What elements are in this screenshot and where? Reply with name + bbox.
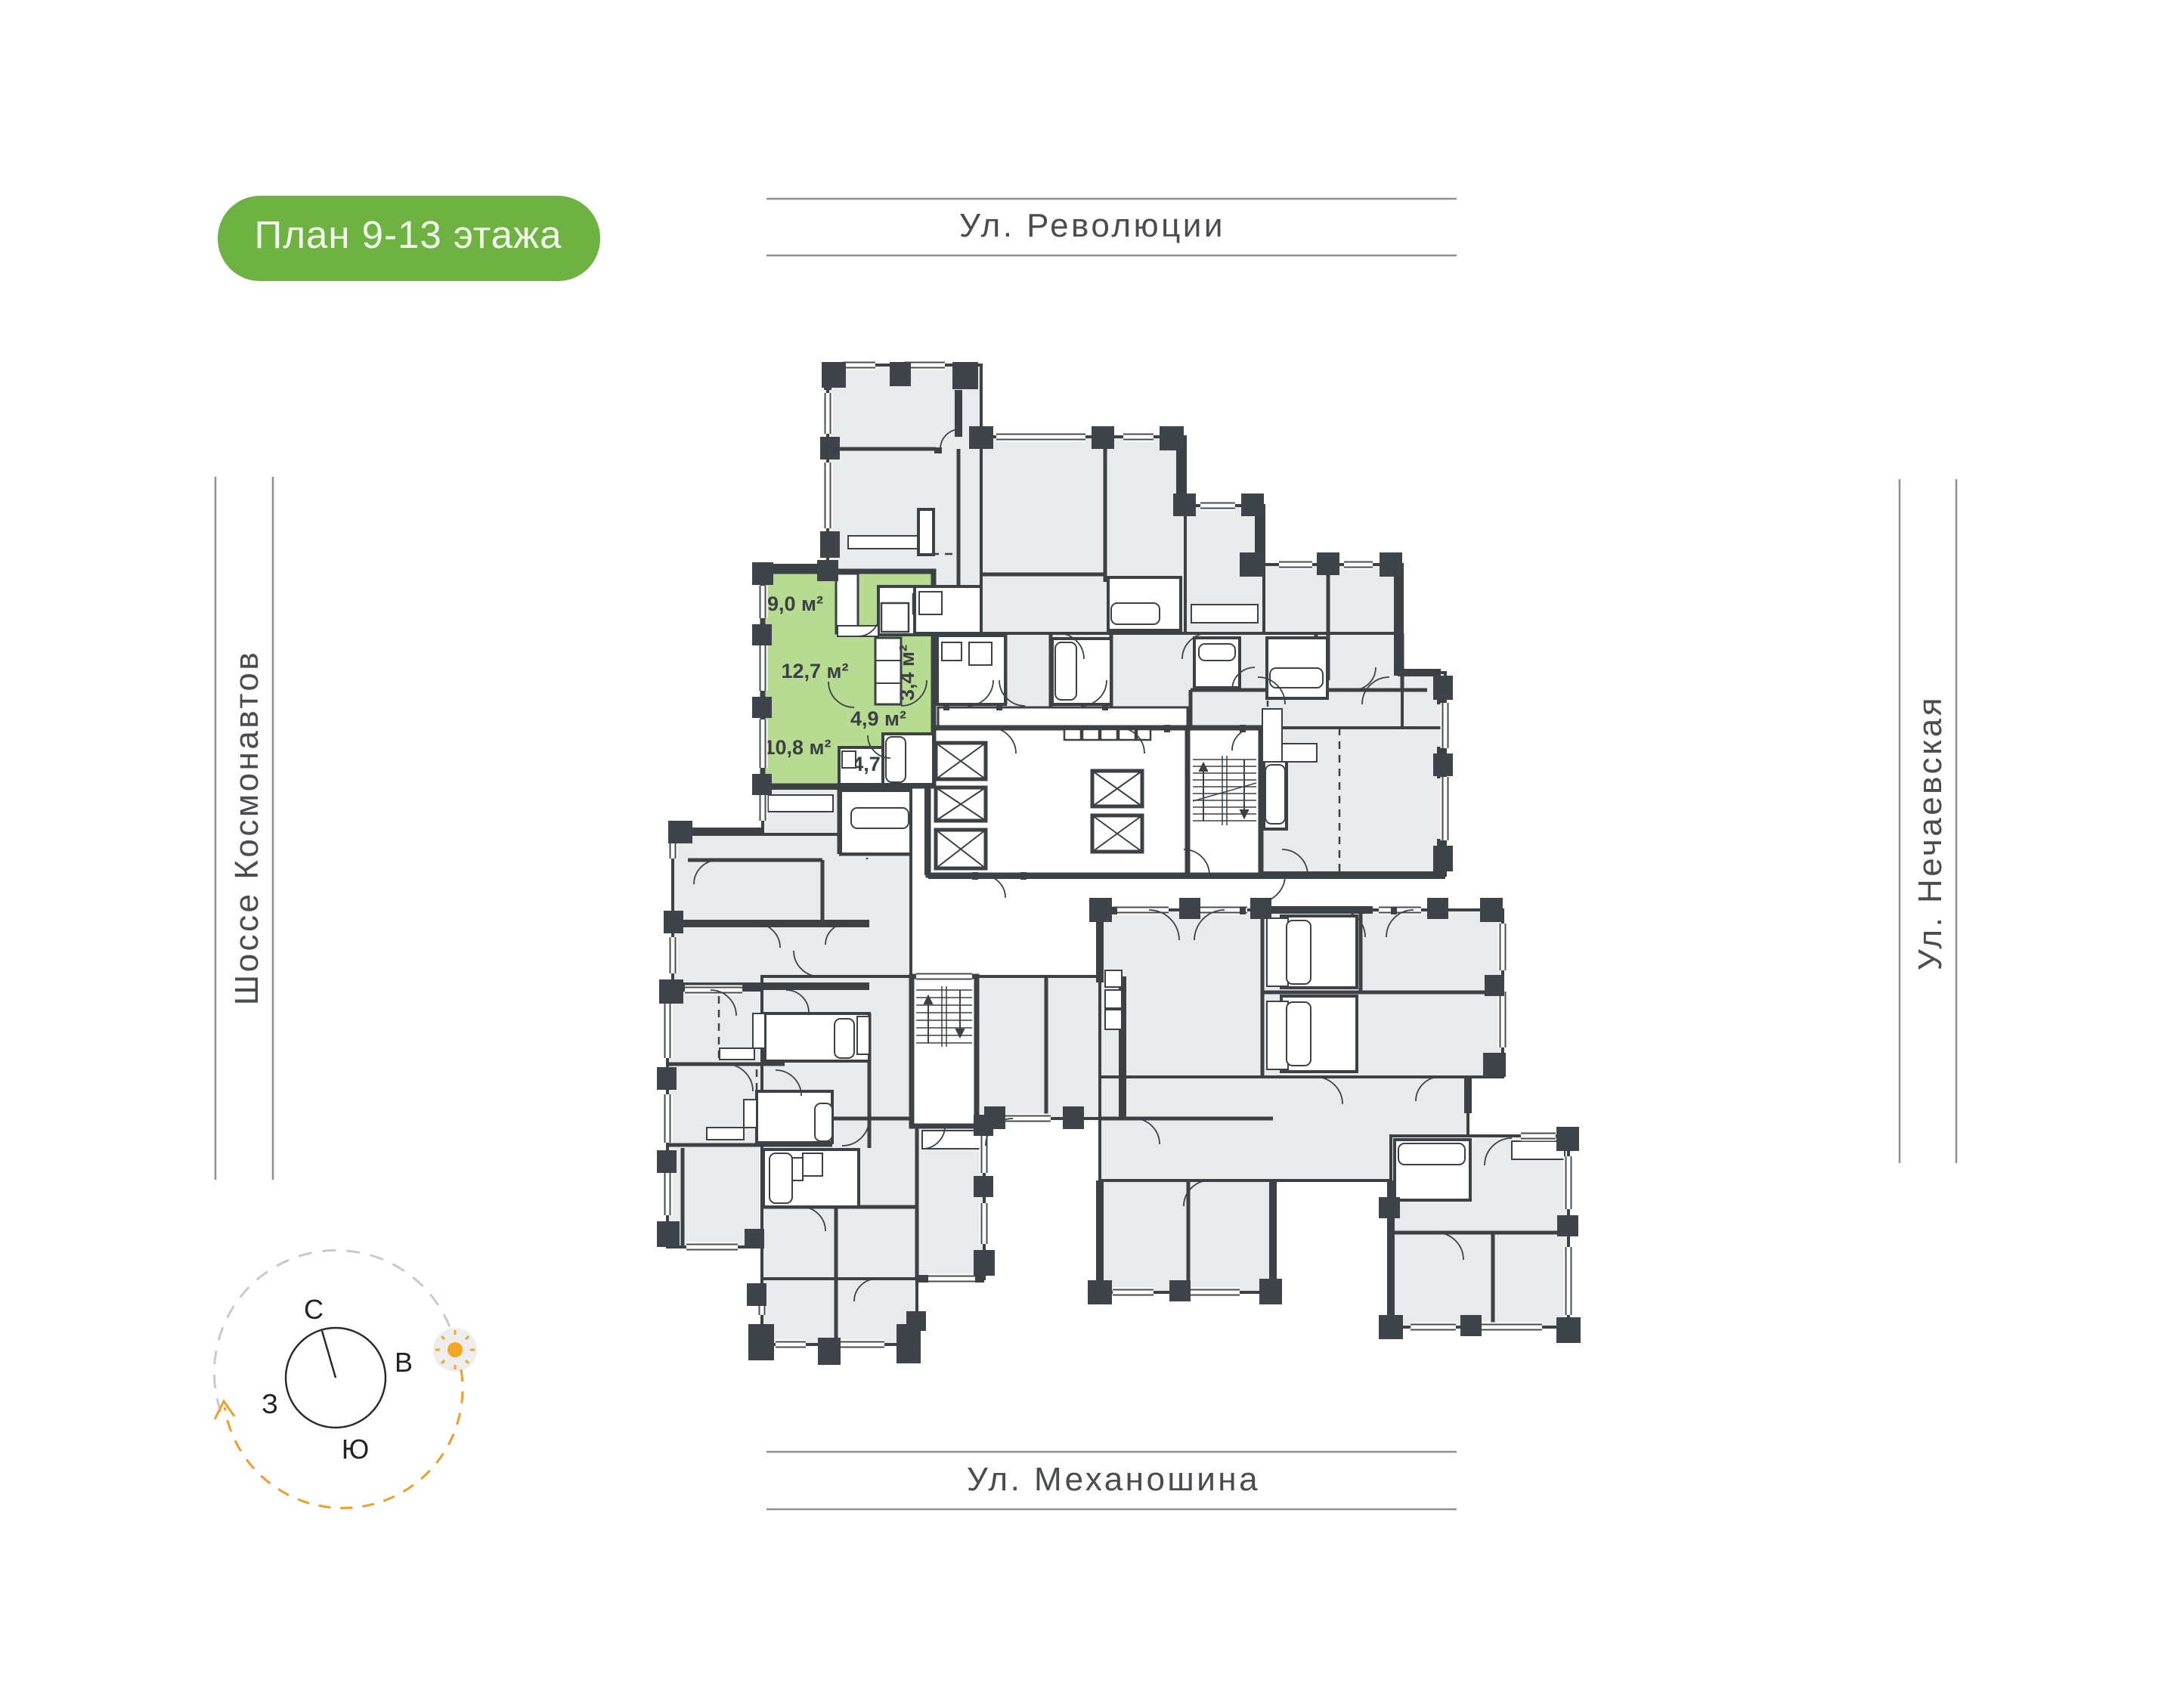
svg-text:В: В xyxy=(395,1347,413,1378)
svg-text:4,7: 4,7 xyxy=(852,753,881,775)
svg-text:План 9-13 этажа: План 9-13 этажа xyxy=(255,213,562,256)
svg-text:10,8 м²: 10,8 м² xyxy=(763,736,831,759)
svg-text:4,9 м²: 4,9 м² xyxy=(850,707,906,730)
svg-text:9,0 м²: 9,0 м² xyxy=(767,593,823,615)
svg-text:Ул. Революции: Ул. Революции xyxy=(959,207,1225,244)
svg-text:З: З xyxy=(262,1388,278,1419)
svg-text:Ул. Нечаевская: Ул. Нечаевская xyxy=(1912,695,1949,970)
svg-text:Ю: Ю xyxy=(342,1434,369,1465)
svg-text:С: С xyxy=(304,1294,324,1325)
svg-text:Ул. Механошина: Ул. Механошина xyxy=(967,1461,1260,1498)
svg-text:12,7 м²: 12,7 м² xyxy=(781,660,848,682)
svg-text:Шоссе Космонавтов: Шоссе Космонавтов xyxy=(228,650,265,1006)
svg-text:3,4 м²: 3,4 м² xyxy=(896,645,918,701)
